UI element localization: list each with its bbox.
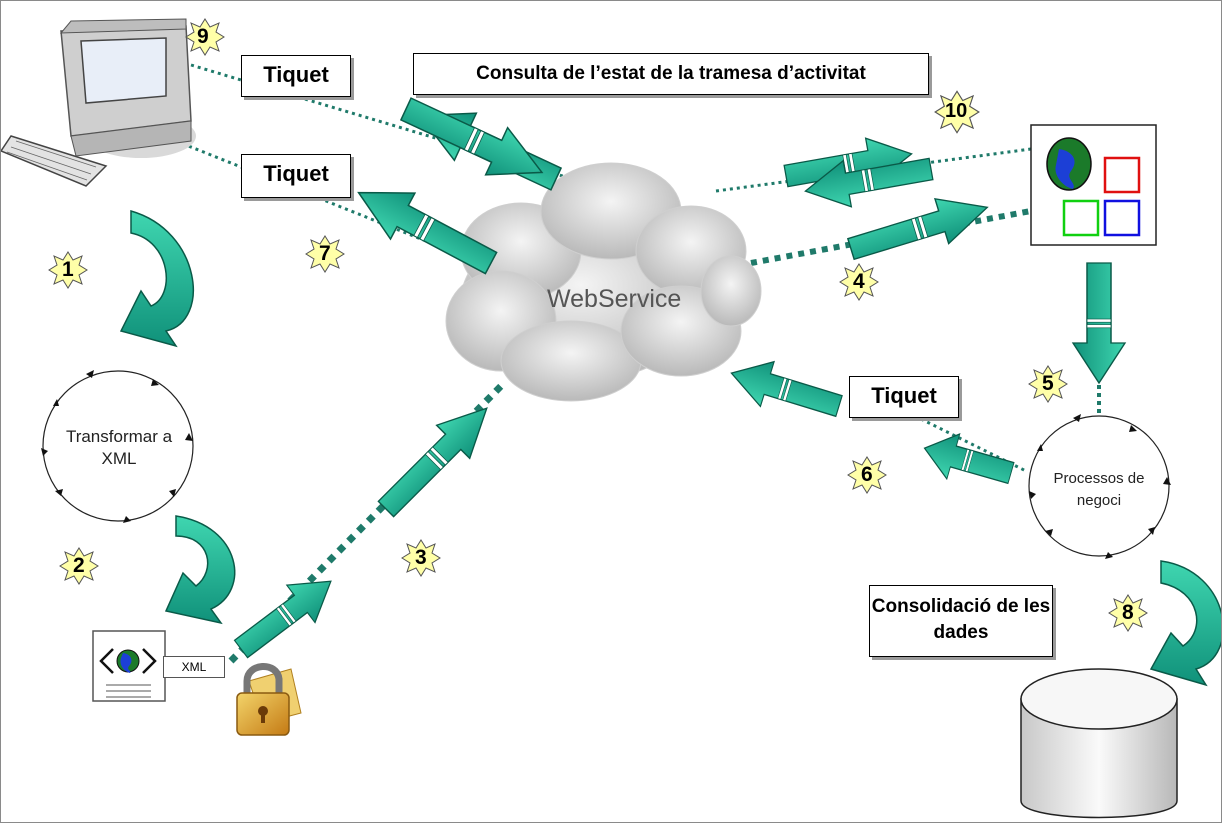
transform-cycle — [41, 370, 194, 523]
database-icon — [1020, 668, 1178, 819]
web-app-icon — [1030, 124, 1157, 246]
step-1: 1 — [62, 258, 74, 281]
step-2: 2 — [73, 554, 85, 577]
diagram-title: Consulta de l’estat de la tramesa d’acti… — [413, 53, 929, 95]
xml-tag: XML — [163, 656, 225, 678]
step-4: 4 — [853, 270, 865, 293]
business-cycle — [1028, 414, 1171, 559]
transform-label: Transformar a XML — [65, 427, 173, 468]
computer-icon — [1, 18, 196, 187]
consolidation-label: Consolidació de les dades — [869, 585, 1053, 657]
xml-document-icon — [92, 630, 166, 702]
ticket-box-middle: Tiquet — [241, 154, 351, 198]
step-6: 6 — [861, 463, 873, 486]
lock-icon — [236, 663, 302, 736]
ticket-box-right: Tiquet — [849, 376, 959, 418]
step-7: 7 — [319, 242, 331, 265]
step-3: 3 — [415, 546, 427, 569]
webservice-label: WebService — [547, 285, 682, 313]
curved-arrows — [119, 210, 1221, 687]
step-8: 8 — [1122, 601, 1134, 624]
ticket-box-top: Tiquet — [241, 55, 351, 97]
step-10: 10 — [945, 100, 968, 122]
webservice-cloud — [445, 162, 762, 402]
business-process-label: Processos de negoci — [1053, 470, 1145, 509]
step-5: 5 — [1042, 372, 1054, 395]
step-9: 9 — [197, 25, 209, 48]
flow-arrows — [226, 84, 1126, 669]
